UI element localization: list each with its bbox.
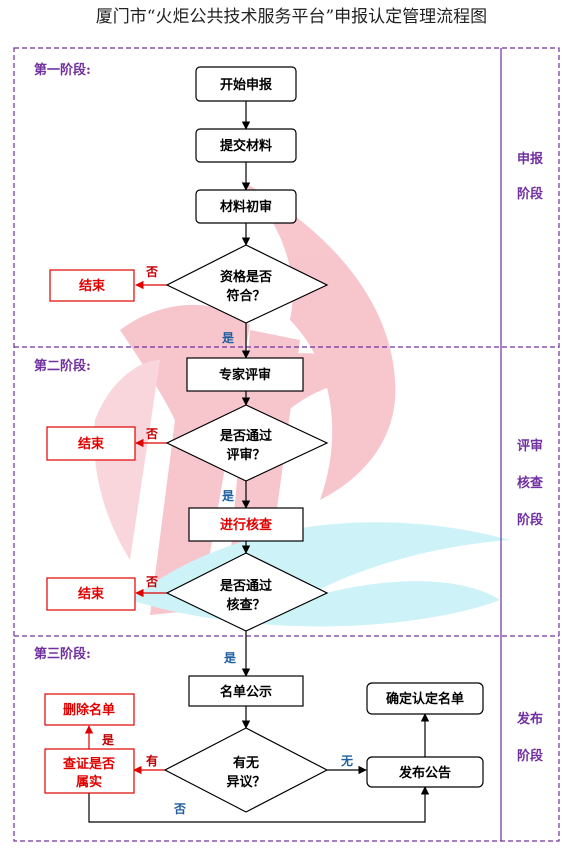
edge-label-no3: 否 xyxy=(145,575,158,589)
stage-frames xyxy=(13,47,560,842)
side-label-s2-line2: 核查 xyxy=(517,475,544,491)
node-start-label: 开始申报 xyxy=(220,77,273,93)
edge-label-no4: 否 xyxy=(173,802,186,816)
node-end2: 结束 xyxy=(46,426,136,461)
stage1-label: 第一阶段: xyxy=(34,62,91,78)
side-label-s2-line3: 阶段 xyxy=(517,512,543,528)
edge-label-yes3: 是 xyxy=(223,651,237,665)
node-pass-review: 是否通过 评审？ xyxy=(165,404,329,482)
node-publicity: 名单公示 xyxy=(188,675,304,707)
node-review: 材料初审 xyxy=(195,189,297,224)
outer-frame xyxy=(13,47,560,842)
edge-label-yes4: 是 xyxy=(101,733,115,747)
node-submit-label: 提交材料 xyxy=(220,138,272,154)
node-check: 查证是否 属实 xyxy=(44,748,135,794)
node-qualify: 资格是否 符合？ xyxy=(165,244,329,324)
side-label-s1-line1: 申报 xyxy=(517,151,544,167)
edge-label-yes2: 是 xyxy=(221,489,235,503)
edge-label-has: 有 xyxy=(146,753,158,768)
node-qualify-line2: 符合？ xyxy=(226,288,265,304)
torch-watermark-icon xyxy=(94,180,510,627)
node-objection-line1: 有无 xyxy=(233,755,259,771)
node-end3: 结束 xyxy=(46,577,136,611)
page-title: 厦门市“火炬公共技术服务平台”申报认定管理流程图 xyxy=(95,7,488,27)
side-label-s2-line1: 评审 xyxy=(517,438,543,454)
node-announce-label: 发布公告 xyxy=(398,765,451,781)
side-label-s1-line2: 阶段 xyxy=(517,186,543,202)
node-publicity-label: 名单公示 xyxy=(220,684,272,700)
node-review-label: 材料初审 xyxy=(220,199,272,215)
node-check-line1: 查证是否 xyxy=(62,756,115,772)
node-check-line2: 属实 xyxy=(76,774,102,790)
node-expert-label: 专家评审 xyxy=(219,367,271,383)
node-end3-label: 结束 xyxy=(78,586,105,602)
edge-label-yes1: 是 xyxy=(221,331,235,345)
node-confirm: 确定认定名单 xyxy=(366,682,484,715)
node-pass-review-line2: 评审？ xyxy=(226,447,265,463)
edge-check-announce xyxy=(88,786,430,823)
edge-label-no2: 否 xyxy=(145,427,158,441)
node-confirm-label: 确定认定名单 xyxy=(386,691,464,707)
node-end1: 结束 xyxy=(49,269,135,302)
node-end1-label: 结束 xyxy=(79,278,106,294)
edge-label-no1: 否 xyxy=(145,265,158,279)
node-delete-label: 删除名单 xyxy=(63,702,115,718)
red-connectors xyxy=(84,280,167,775)
node-verify-label: 进行核查 xyxy=(220,517,273,533)
node-verify: 进行核查 xyxy=(188,507,304,542)
node-pass-verify-line2: 核查？ xyxy=(226,597,265,613)
node-pass-verify-line1: 是否通过 xyxy=(219,578,272,594)
side-label-s3-line1: 发布 xyxy=(516,711,543,727)
side-label-s3-line2: 阶段 xyxy=(517,748,543,764)
edge-label-none: 无 xyxy=(340,754,353,768)
node-qualify-line1: 资格是否 xyxy=(220,269,272,285)
node-objection-line2: 异议？ xyxy=(226,774,265,790)
node-announce: 发布公告 xyxy=(366,756,484,788)
node-pass-verify: 是否通过 核查？ xyxy=(165,552,329,632)
node-pass-review-line1: 是否通过 xyxy=(219,428,272,444)
node-delete: 删除名单 xyxy=(44,693,135,726)
stage3-label: 第三阶段: xyxy=(34,646,91,662)
node-expert: 专家评审 xyxy=(186,357,304,392)
node-start: 开始申报 xyxy=(195,66,297,102)
connectors xyxy=(88,101,430,823)
stage2-label: 第二阶段: xyxy=(34,358,91,374)
node-submit: 提交材料 xyxy=(195,128,297,163)
node-end2-label: 结束 xyxy=(78,436,105,452)
node-objection: 有无 异议？ xyxy=(163,727,329,813)
